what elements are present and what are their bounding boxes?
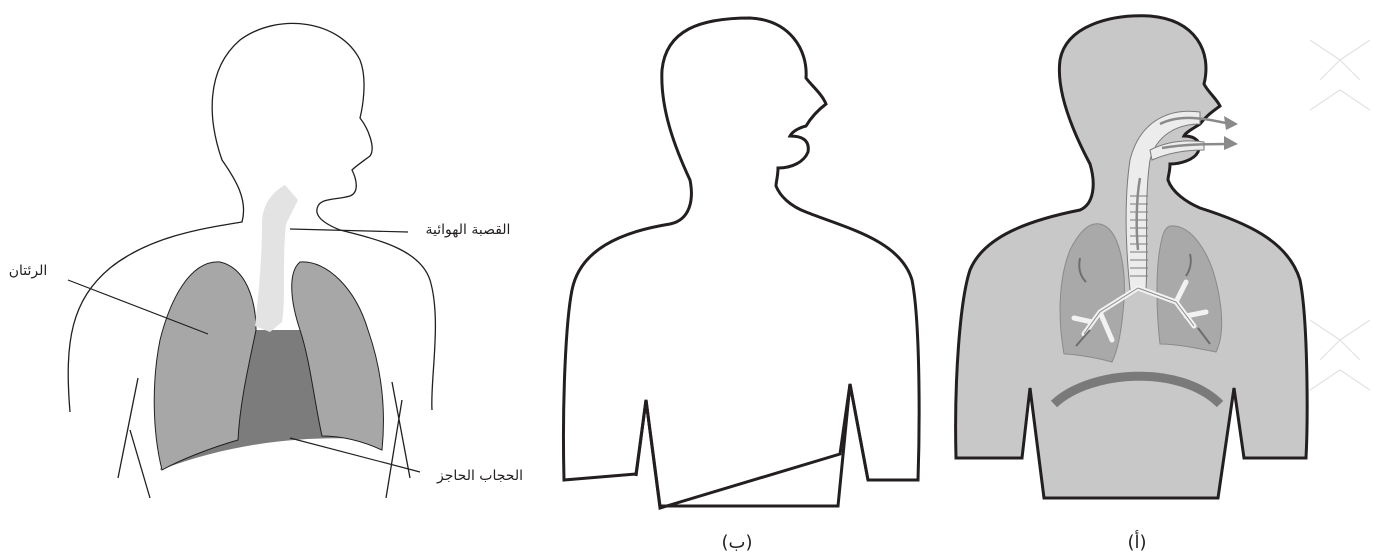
anatomy-diagram: القصبة الهوائية الرئتان الحجاب الحاجز (9, 23, 523, 498)
left-arm-line-right (386, 382, 410, 498)
decorative-pattern (1310, 40, 1370, 390)
trachea (255, 185, 298, 332)
respiration-diagram: (أ) (956, 16, 1307, 553)
arrow-head-bottom (1224, 136, 1238, 150)
diaphragm-label: الحجاب الحاجز (436, 468, 523, 484)
trachea-label: القصبة الهوائية (426, 222, 511, 238)
blank-silhouette-diagram: (ب) (563, 18, 919, 553)
diaphragm-leader (290, 438, 420, 472)
lungs-label: الرئتان (9, 263, 48, 279)
middle-body-outline (563, 18, 919, 508)
caption-b: (ب) (721, 532, 752, 553)
middle-bottom-notch (636, 384, 868, 506)
caption-a: (أ) (1127, 530, 1146, 553)
trachea-leader (290, 229, 408, 232)
arrow-head-top (1224, 116, 1238, 130)
left-arm-line-left (118, 378, 150, 498)
